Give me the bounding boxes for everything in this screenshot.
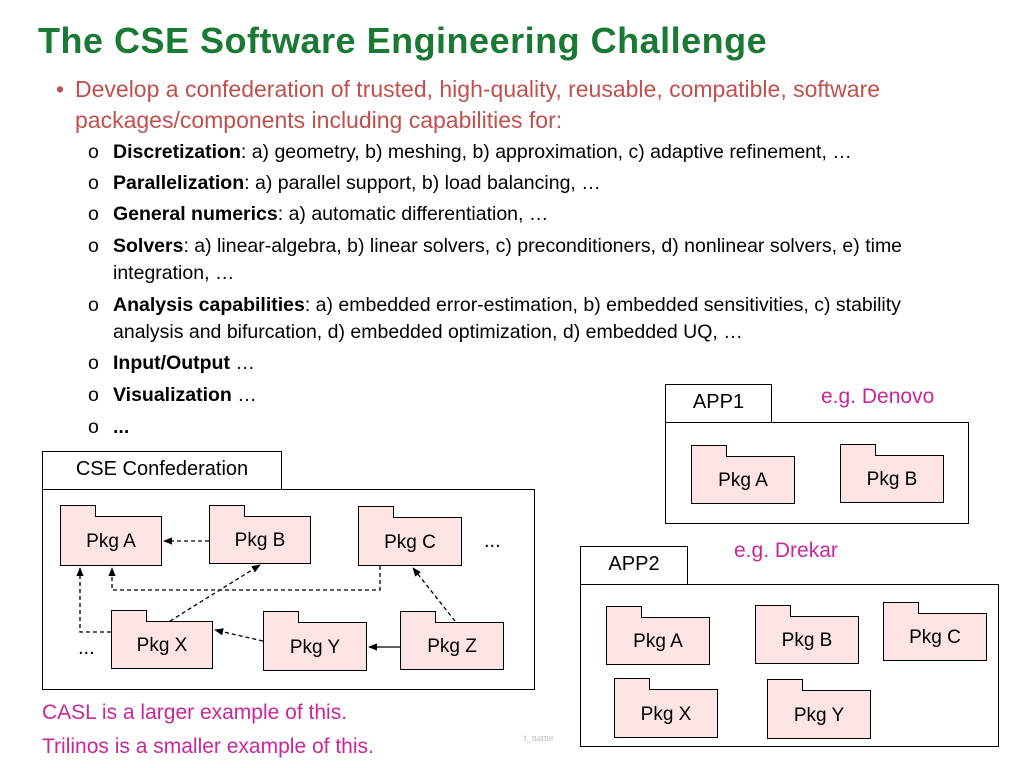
sub-item-discretization: o Discretization: a) geometry, b) meshin… <box>88 139 988 166</box>
main-bullet-text: Develop a confederation of trusted, high… <box>75 76 881 133</box>
package-tab <box>605 606 642 618</box>
sub-item-solvers: o Solvers: a) linear-algebra, b) linear … <box>88 233 968 287</box>
capability-name: Solvers <box>113 235 184 257</box>
capability-detail: … <box>229 352 255 374</box>
package-label: Pkg X <box>136 635 188 656</box>
app2-example: e.g. Drekar <box>734 539 838 562</box>
package-label: Pkg B <box>781 630 833 651</box>
capability-detail: : a) geometry, b) meshing, b) approximat… <box>240 141 852 163</box>
package-label: Pkg A <box>633 631 683 652</box>
capability-detail: … <box>231 384 257 406</box>
bullet-marker: • <box>56 76 65 102</box>
app2-pkg-y: Pkg Y <box>766 679 871 739</box>
confederation-more-right: ... <box>484 530 501 552</box>
package-label: Pkg Y <box>793 705 845 726</box>
package-tab <box>754 605 791 617</box>
app1-pkg-a: Pkg A <box>690 445 795 504</box>
app1-tab: APP1 <box>665 384 772 423</box>
sub-item-input-output: o Input/Output … <box>88 350 588 377</box>
confederation-more-left: ... <box>78 637 95 659</box>
package-label: Pkg X <box>640 704 692 725</box>
capability-name: Input/Output <box>113 352 230 374</box>
capability-name: Parallelization <box>113 172 245 194</box>
package-label: Pkg A <box>86 531 136 552</box>
package-label: Pkg C <box>909 627 961 648</box>
app2-label: APP2 <box>608 553 660 575</box>
capability-name: Discretization <box>113 141 241 163</box>
capability-detail: : a) embedded error-estimation, b) embed… <box>113 294 901 343</box>
app2-tab: APP2 <box>580 546 688 585</box>
package-label: Pkg B <box>866 469 918 490</box>
app2-pkg-c: Pkg C <box>882 602 987 661</box>
slide-title: The CSE Software Engineering Challenge <box>38 20 768 61</box>
sub-item-more: o ... <box>88 414 588 441</box>
sub-bullet-marker: o <box>88 294 99 316</box>
app2-pkg-b: Pkg B <box>754 605 859 664</box>
package-tab <box>882 602 919 614</box>
footer-watermark: t_name <box>524 733 554 744</box>
main-bullet: • Develop a confederation of trusted, hi… <box>56 74 1006 136</box>
package-tab <box>839 444 876 456</box>
app1-pkg-b: Pkg B <box>839 444 944 503</box>
sub-bullet-marker: o <box>88 416 99 438</box>
conf-pkg-c: Pkg C <box>357 506 462 566</box>
package-tab <box>110 610 147 622</box>
trilinos-note: Trilinos is a smaller example of this. <box>42 735 374 758</box>
conf-pkg-z: Pkg Z <box>399 611 504 670</box>
conf-pkg-b: Pkg B <box>208 505 311 564</box>
package-label: Pkg C <box>384 532 436 553</box>
app1-example: e.g. Denovo <box>821 385 935 408</box>
capability-detail: : a) parallel support, b) load balancing… <box>244 172 601 194</box>
capability-detail: : a) linear-algebra, b) linear solvers, … <box>113 235 903 284</box>
package-label: Pkg B <box>234 530 286 551</box>
capability-name: Analysis capabilities <box>113 294 305 316</box>
capability-name: Visualization <box>113 384 232 406</box>
conf-pkg-x: Pkg X <box>110 610 213 669</box>
sub-bullet-marker: o <box>88 141 99 163</box>
conf-pkg-a: Pkg A <box>59 505 162 566</box>
sub-item-parallelization: o Parallelization: a) parallel support, … <box>88 170 988 197</box>
casl-note: CASL is a larger example of this. <box>42 701 348 724</box>
cse-confederation-label: CSE Confederation <box>75 458 249 480</box>
app1-label: APP1 <box>692 391 745 413</box>
package-tab <box>613 678 650 690</box>
app2-pkg-a: Pkg A <box>605 606 710 665</box>
package-tab <box>766 679 803 691</box>
package-label: Pkg Z <box>427 636 477 657</box>
cse-confederation-tab: CSE Confederation <box>42 451 282 490</box>
sub-item-general-numerics: o General numerics: a) automatic differe… <box>88 201 988 228</box>
package-tab <box>690 445 727 457</box>
capability-name: ... <box>113 416 130 438</box>
package-tab <box>399 611 436 623</box>
sub-bullet-marker: o <box>88 384 99 406</box>
conf-pkg-y: Pkg Y <box>262 611 367 671</box>
package-label: Pkg A <box>718 470 768 491</box>
package-tab <box>208 505 245 517</box>
package-tab <box>357 506 394 518</box>
sub-bullet-marker: o <box>88 203 99 225</box>
sub-item-visualization: o Visualization … <box>88 382 588 409</box>
package-tab <box>262 611 299 623</box>
capability-name: General numerics <box>113 203 278 225</box>
package-label: Pkg Y <box>289 637 341 658</box>
sub-item-analysis-capabilities: o Analysis capabilities: a) embedded err… <box>88 292 968 346</box>
sub-bullet-marker: o <box>88 172 99 194</box>
sub-bullet-marker: o <box>88 352 99 374</box>
sub-bullet-marker: o <box>88 235 99 257</box>
capability-detail: : a) automatic differentiation, … <box>277 203 549 225</box>
package-tab <box>59 505 96 517</box>
app2-pkg-x: Pkg X <box>613 678 718 738</box>
